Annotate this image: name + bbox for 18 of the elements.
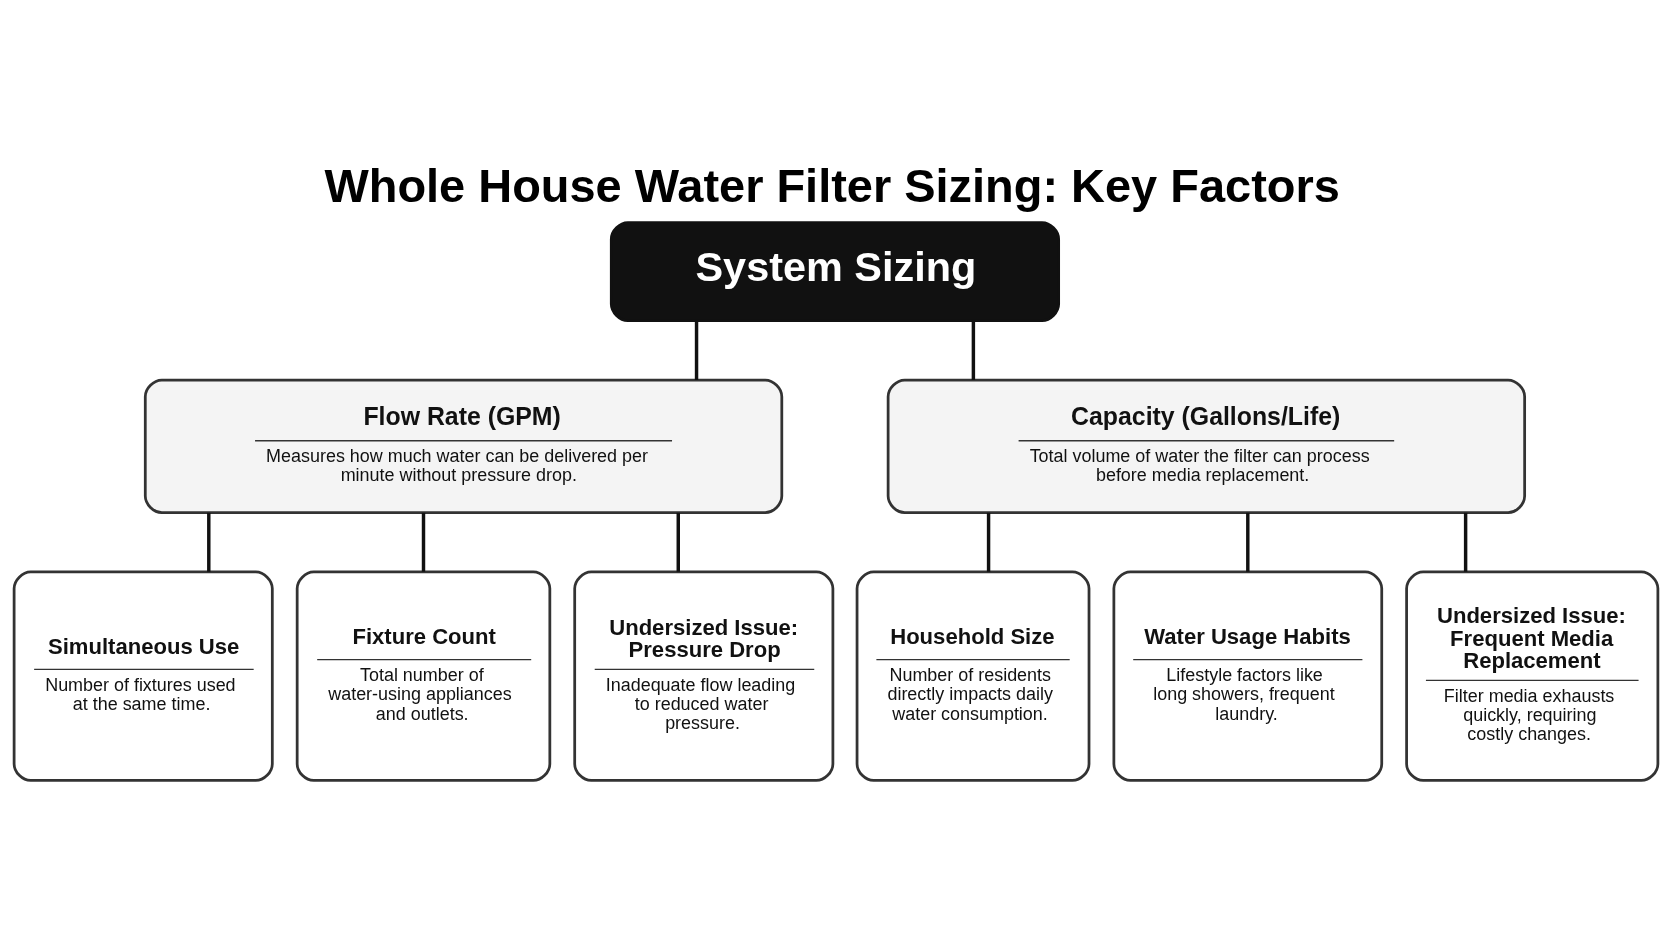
connector [986,512,991,572]
connector [971,320,976,380]
connector [207,512,211,572]
connector [694,320,699,380]
node-box: Fixture Count Total number of water-using appliances and outlets. [295,570,552,782]
connector [421,512,426,572]
node-box: Flow Rate (GPM) Measures how much water can be delivered per minute without pressure drop. [143,378,784,514]
node-box: Undersized Issue: Pressure Drop Inadequate flow leading to reduced water pressure. [573,570,835,782]
node-box: System Sizing [609,221,1061,323]
connector [1246,512,1250,572]
node-box: Water Usage Habits Lifestyle factors like long showers, frequent laundry. [1112,570,1384,782]
connector [676,512,680,572]
diagram-title: Whole House Water Filter Sizing: Key Factors [324,160,1340,213]
node-box: Capacity (Gallons/Life) Total volume of water the filter can process before media replacement. [886,378,1527,514]
node-box: Simultaneous Use Number of fixtures used at the same time. [12,570,274,782]
node-box: Household Size Number of residents directly impacts daily water consumption. [855,570,1091,782]
node-box: Undersized Issue: Frequent Media Replacement Filter media exhausts quickly, requiring costly changes. [1405,570,1660,782]
connector [1463,512,1468,572]
